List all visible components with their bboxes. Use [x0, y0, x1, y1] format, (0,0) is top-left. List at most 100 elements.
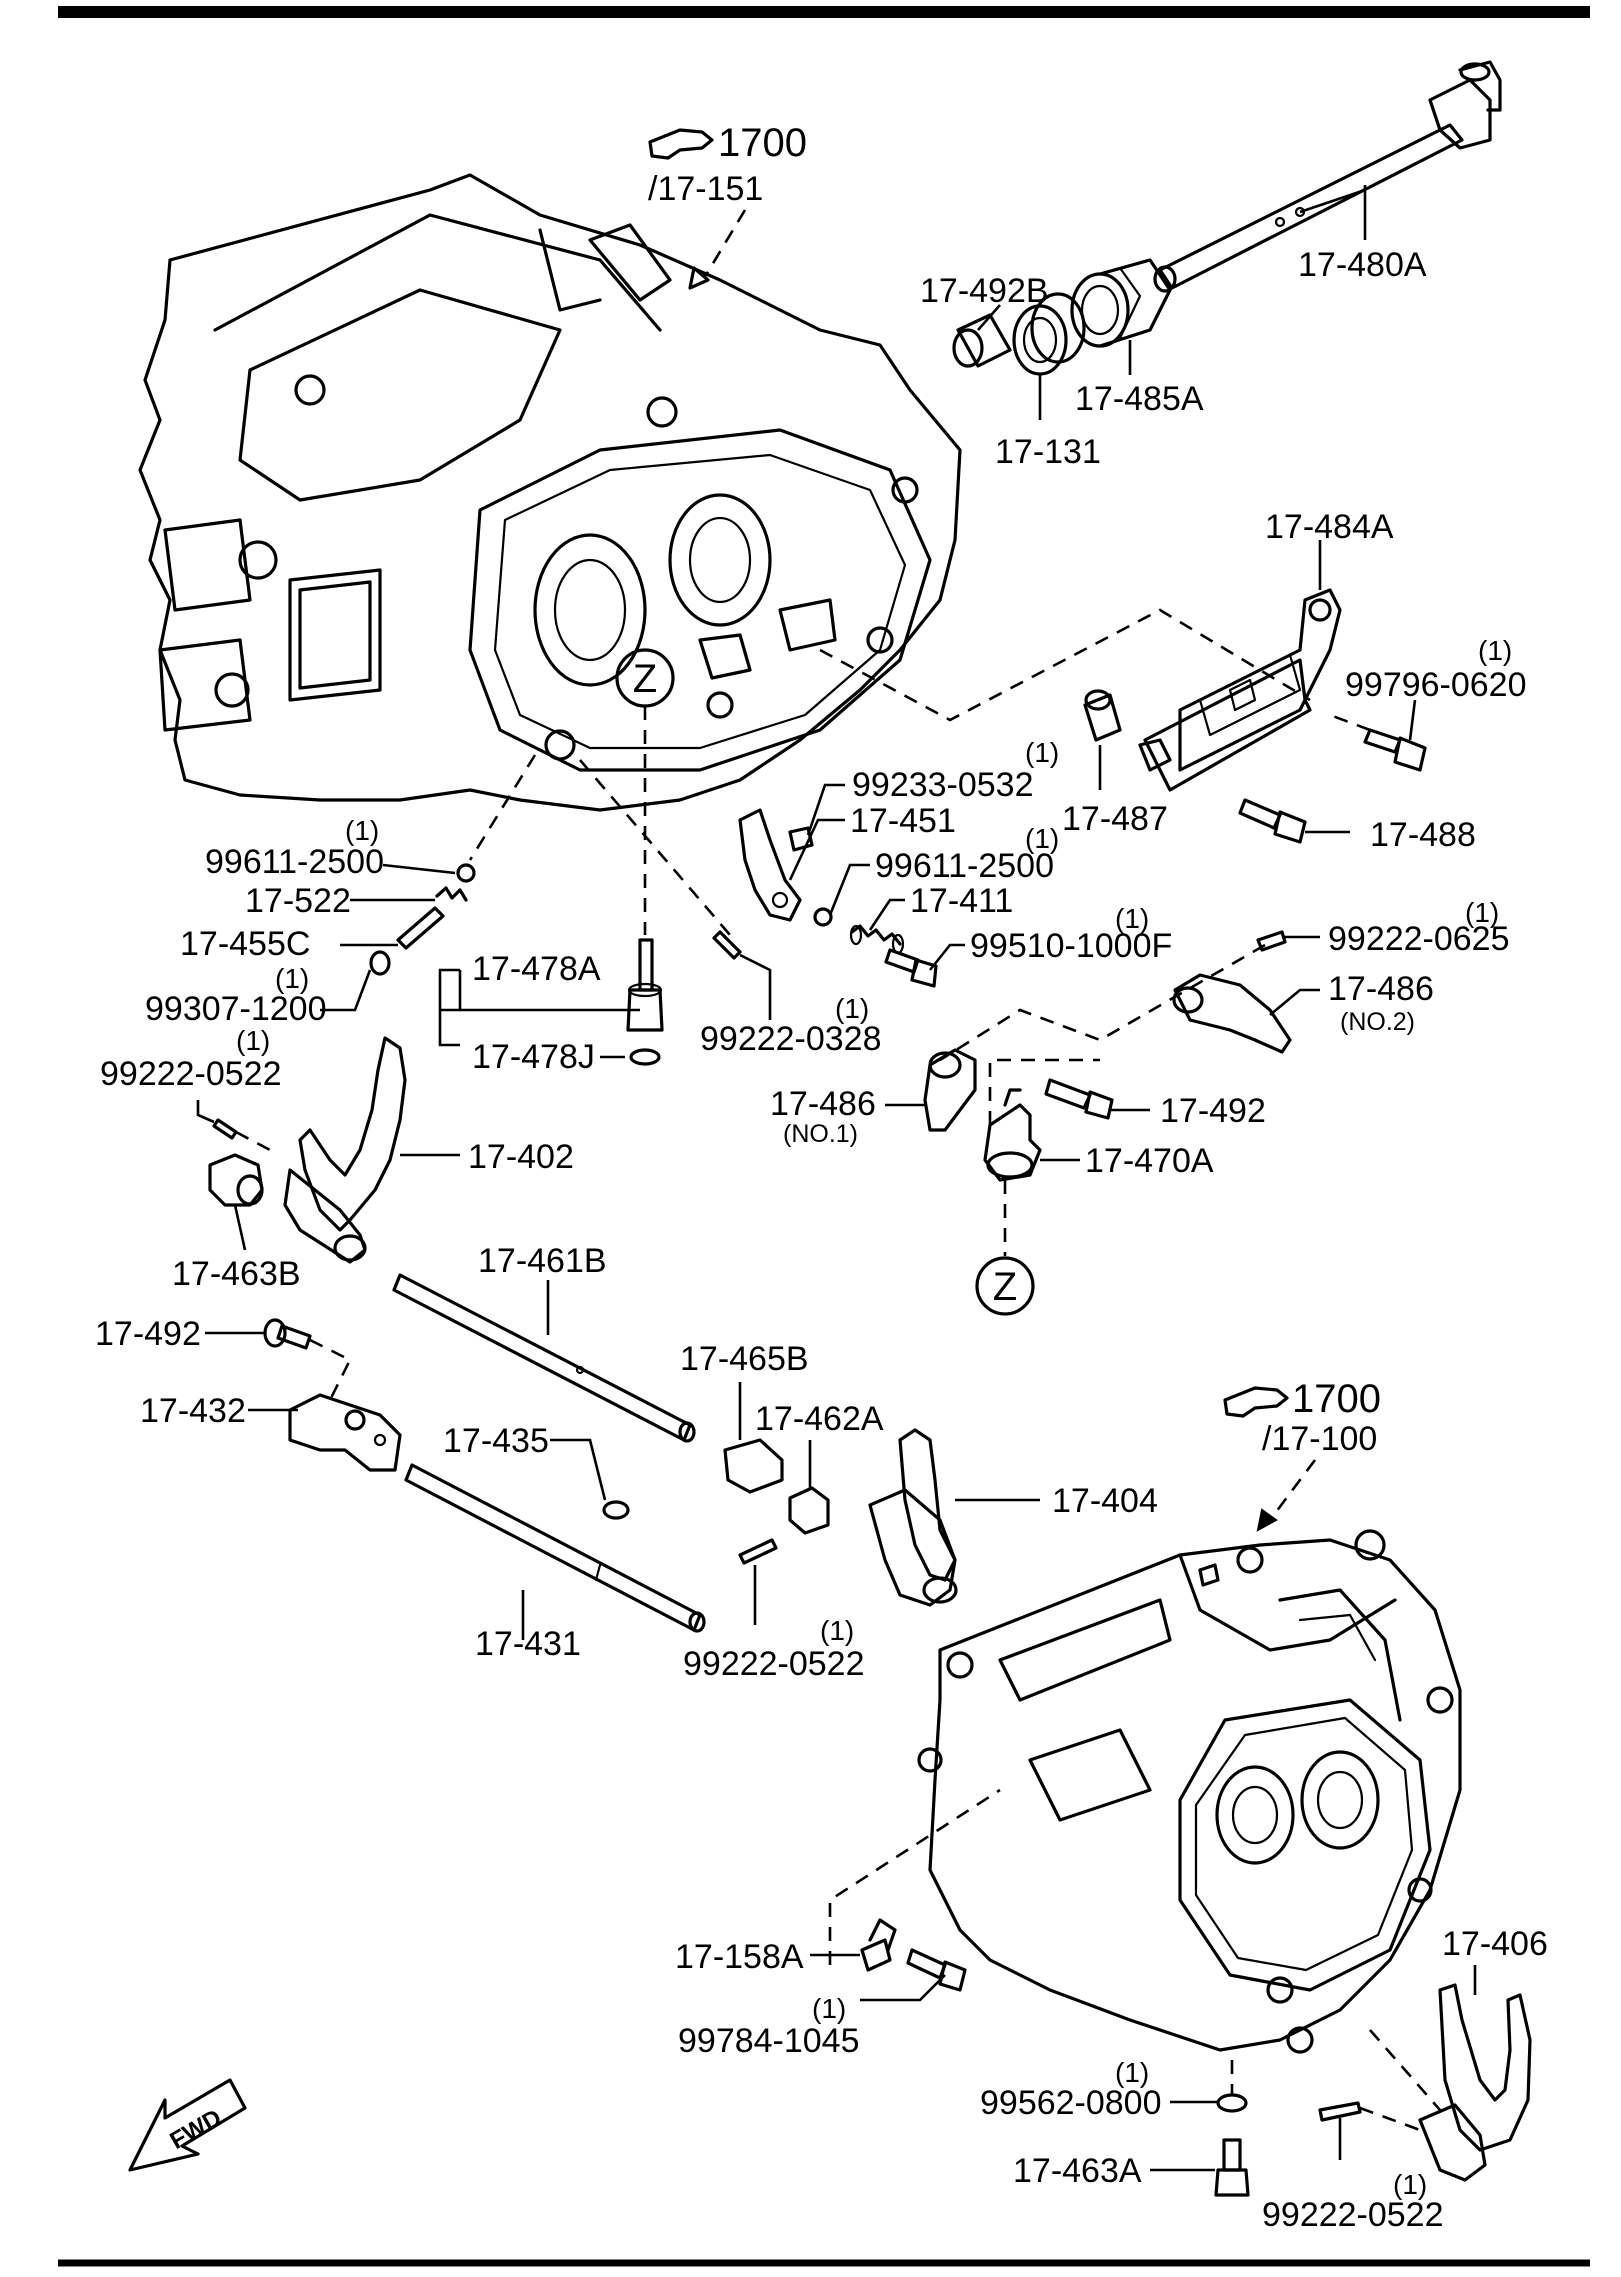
label-99562-0800: 99562-0800 [980, 2084, 1162, 2122]
label-17-487: 17-487 [1062, 800, 1168, 838]
part-17-522-spring [435, 886, 468, 902]
label-17-431: 17-431 [475, 1625, 581, 1663]
label-17-463A: 17-463A [1013, 2152, 1142, 2190]
svg-text:Z: Z [633, 657, 657, 701]
label-17-451: 17-451 [850, 802, 956, 840]
part-17-488-bolt [1238, 798, 1307, 844]
reference-top: 1700 /17-151 [648, 121, 807, 290]
part-99222-0522-pin-a [212, 1118, 238, 1140]
part-17-487-collar [1083, 689, 1122, 742]
reference-bottom-page: /17-100 [1262, 1420, 1377, 1458]
label-17-484A: 17-484A [1265, 508, 1394, 546]
part-99562-0800-washer [1216, 2093, 1248, 2113]
part-99222-0328-pin [712, 930, 742, 960]
part-17-470A-lever [983, 1088, 1042, 1182]
part-99233-0532-pin [788, 826, 814, 852]
qty-99611-2500-a: (1) [345, 815, 379, 846]
label-17-404: 17-404 [1052, 1482, 1158, 1520]
label-17-158A: 17-158A [675, 1938, 804, 1976]
label-17-465B: 17-465B [680, 1340, 809, 1378]
label-99222-0328: 99222-0328 [700, 1020, 882, 1058]
label-17-478A: 17-478A [472, 950, 601, 988]
label-99222-0625: 99222-0625 [1328, 920, 1510, 958]
part-17-451-lever [738, 808, 802, 922]
qty-99562-0800: (1) [1115, 2057, 1149, 2088]
label-17-492-b: 17-492 [95, 1315, 201, 1353]
label-17-435: 17-435 [443, 1422, 549, 1460]
part-17-455C-pin [396, 906, 445, 950]
label-99611-2500-a: 99611-2500 [205, 843, 384, 881]
label-17-486-no2: 17-486 [1328, 970, 1434, 1008]
label-99222-0522-b: 99222-0522 [683, 1645, 865, 1683]
label-17-492B: 17-492B [920, 272, 1049, 310]
qty-99222-0522-c: (1) [1393, 2169, 1427, 2200]
reference-top-page: /17-151 [648, 170, 763, 208]
part-17-463B-block [208, 1153, 264, 1207]
part-99611-2500-ball-b [813, 907, 833, 927]
qty-99222-0522-b: (1) [820, 1615, 854, 1646]
leader-lines [196, 185, 1477, 2172]
part-17-484A-bracket [1138, 588, 1342, 792]
pointing-hand-icon [648, 128, 714, 160]
part-17-492B-bushing [952, 313, 1012, 368]
part-17-131-seal [1012, 292, 1086, 376]
label-99233-0532: 99233-0532 [852, 766, 1034, 804]
label-99307-1200: 99307-1200 [145, 990, 327, 1028]
label-17-480A: 17-480A [1298, 246, 1427, 284]
part-99222-0522-pin-c [1318, 2101, 1362, 2122]
label-17-455C: 17-455C [180, 925, 310, 963]
label-99222-0522-a: 99222-0522 [100, 1055, 282, 1093]
part-17-406-fork [1418, 1983, 1532, 2182]
part-17-462A-block [788, 1486, 830, 1535]
qty-99784-1045: (1) [812, 1993, 846, 2024]
label-17-131: 17-131 [995, 433, 1101, 471]
part-17-486-no1-arm [923, 1048, 977, 1132]
svg-text:Z: Z [993, 1265, 1017, 1309]
zone-marker-bottom: Z [975, 1256, 1035, 1316]
reference-top-number: 1700 [718, 121, 807, 165]
label-17-432: 17-432 [140, 1392, 246, 1430]
part-17-402-fork [283, 1036, 407, 1264]
part-17-158A-sensor [860, 1918, 897, 1972]
part-labels: 17-480A 17-492B 17-485A 17-131 17-484A (… [95, 246, 1548, 2234]
clutch-housing-case [138, 173, 962, 812]
label-99611-2500-b: 99611-2500 [875, 847, 1054, 885]
part-17-486-no2-arm [1172, 973, 1292, 1054]
label-17-492-a: 17-492 [1160, 1092, 1266, 1130]
part-17-485A-boot [1070, 258, 1172, 348]
label-17-470A: 17-470A [1085, 1142, 1214, 1180]
part-17-411-spring [849, 924, 905, 955]
qty-99611-2500-b: (1) [1025, 823, 1059, 854]
qty-99510-1000F: (1) [1115, 903, 1149, 934]
sublabel-no1: (NO.1) [783, 1120, 858, 1148]
label-17-463B: 17-463B [172, 1255, 301, 1293]
part-17-492-bolt-a [1044, 1078, 1114, 1120]
label-17-406: 17-406 [1442, 1925, 1548, 1963]
part-99307-1200-plug [369, 950, 391, 976]
part-17-435-clip [602, 1500, 630, 1520]
label-99784-1045: 99784-1045 [678, 2022, 860, 2060]
transaxle-case [917, 1529, 1462, 2054]
part-99222-0522-pin-b [738, 1538, 778, 1565]
part-99796-0620-bolt [1363, 728, 1427, 772]
label-17-411: 17-411 [910, 882, 1013, 920]
part-17-463A-bolt [1214, 2138, 1250, 2197]
qty-99796-0620: (1) [1478, 635, 1512, 666]
label-17-485A: 17-485A [1075, 380, 1204, 418]
fwd-arrow-icon: FWD [128, 2078, 247, 2172]
assembly-lines [235, 608, 1441, 2132]
qty-99222-0328: (1) [835, 993, 869, 1024]
label-99510-1000F: 99510-1000F [970, 927, 1172, 965]
label-99796-0620: 99796-0620 [1345, 666, 1527, 704]
label-17-488: 17-488 [1370, 816, 1476, 854]
reference-bottom-number: 1700 [1292, 1377, 1381, 1421]
part-17-492-bolt-b [263, 1318, 312, 1350]
part-99510-1000F-bolt [884, 948, 938, 988]
zone-marker-top: Z [615, 648, 675, 708]
label-99222-0522-c: 99222-0522 [1262, 2196, 1444, 2234]
qty-99222-0522-a: (1) [236, 1025, 270, 1056]
qty-99307-1200: (1) [275, 963, 309, 994]
part-17-478J-o-ring [629, 1048, 661, 1066]
reference-bottom: 1700 /17-100 [1223, 1377, 1381, 1532]
